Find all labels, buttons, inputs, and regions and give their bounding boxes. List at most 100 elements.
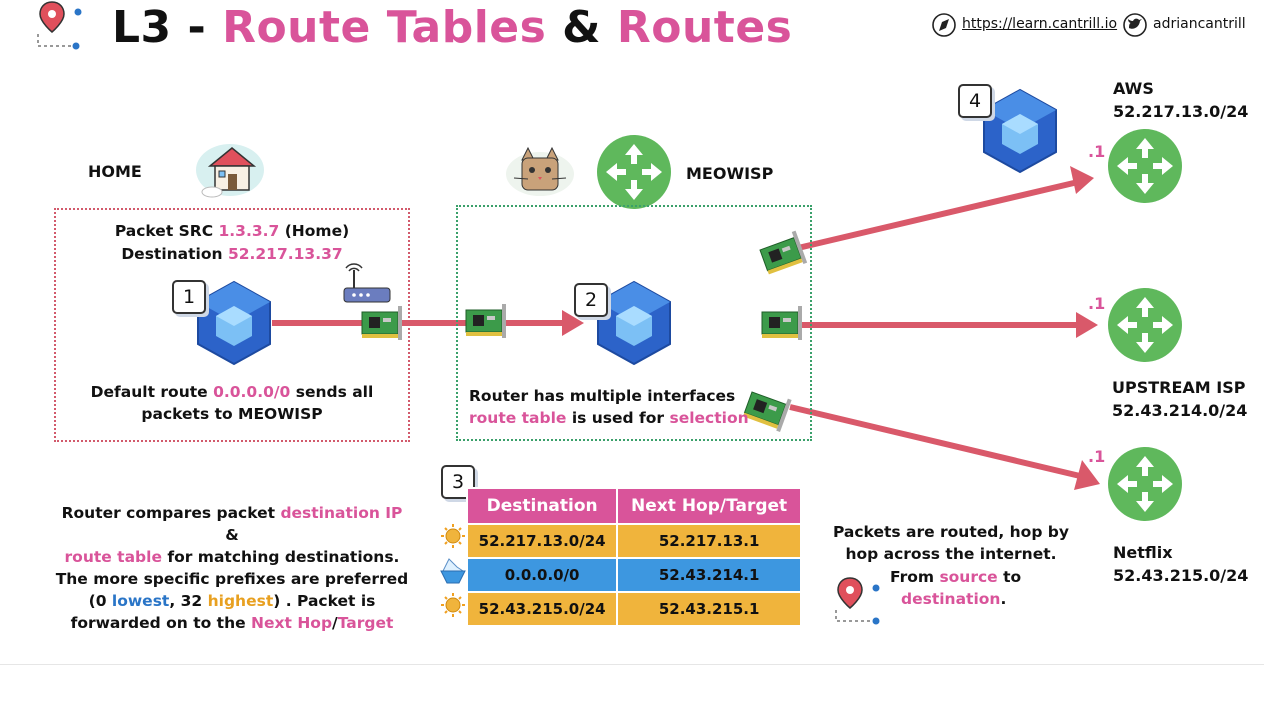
meowisp-network-box: [456, 205, 812, 441]
home-label: HOME: [88, 162, 142, 181]
house-icon: [196, 144, 264, 198]
explain-l4a: (0: [88, 592, 112, 610]
explain-line-2: route table for matching destinations.: [54, 546, 410, 568]
route-destination: 0.0.0.0/0: [465, 557, 619, 593]
route-table: Destination Next Hop/Target 52.217.13.0/…: [465, 487, 802, 627]
twitter-icon: [1123, 13, 1147, 37]
packet-destination-line: Destination 52.217.13.37: [54, 243, 410, 265]
page-title: L3 - Route Tables & Routes: [112, 2, 792, 53]
table-row: 0.0.0.0/0 52.43.214.1: [465, 557, 802, 593]
default-route-cidr: 0.0.0.0/0: [213, 383, 291, 401]
upstream-router-icon: [1108, 288, 1182, 362]
summary-from: From: [890, 568, 940, 586]
title-prefix: L3 -: [112, 2, 223, 53]
explain-l2b: for matching destinations.: [161, 548, 400, 566]
meowisp-label: MEOWISP: [686, 164, 774, 183]
aws-cube-icon: [983, 89, 1057, 173]
explain-highest: highest: [207, 592, 274, 610]
footer-divider: [0, 664, 1264, 665]
column-header-destination: Destination: [465, 487, 619, 525]
route-next-hop: 52.217.13.1: [616, 523, 802, 559]
explain-line-1: Router compares packet destination IP &: [54, 502, 410, 546]
summary-source: source: [939, 568, 998, 586]
arrow-to-netflix: [789, 404, 1100, 490]
default-route-target-line: packets to MEOWISP: [141, 405, 323, 423]
summary-line-3: From source to: [890, 566, 1021, 588]
netflix-router-icon: [1108, 447, 1182, 521]
explain-lowest: lowest: [111, 592, 170, 610]
route-destination: 52.43.215.0/24: [465, 591, 619, 627]
step-badge-1: 1: [172, 280, 206, 314]
explain-target: Target: [337, 614, 394, 632]
route-next-hop: 52.43.214.1: [616, 557, 802, 593]
route-destination: 52.217.13.0/24: [465, 523, 619, 559]
explain-line-3: The more specific prefixes are preferred: [55, 570, 409, 588]
title-routes: Routes: [616, 2, 793, 53]
aws-router-icon: [1108, 129, 1182, 203]
explanation-text: Router compares packet destination IP & …: [54, 502, 410, 634]
table-row: 52.43.215.0/24 52.43.215.1: [465, 591, 802, 627]
netflix-label: Netflix: [1113, 543, 1173, 562]
route-pin-icon: [835, 577, 880, 625]
home-network-box: [54, 208, 410, 442]
meowisp-router-icon: [597, 135, 671, 209]
netflix-hop-suffix: .1: [1088, 447, 1106, 466]
aws-hop-suffix: .1: [1088, 142, 1106, 161]
twitter-handle: adriancantrill: [1153, 16, 1246, 32]
explain-l5a: forwarded on to the: [70, 614, 252, 632]
step-badge-4: 4: [958, 84, 992, 118]
summary-line-2: hop across the internet.: [845, 545, 1057, 563]
isp-route-table-term: route table: [469, 409, 567, 427]
destination-ip: 52.217.13.37: [227, 245, 343, 263]
isp-interfaces-line: Router has multiple interfaces: [469, 387, 736, 405]
explain-slash: /: [332, 614, 338, 632]
arrow-home-to-isp: [272, 310, 584, 336]
title-ampersand: &: [546, 2, 617, 53]
sun-icon: [441, 524, 465, 548]
summary-destination: destination: [901, 590, 1001, 608]
destination-label: Destination: [121, 245, 228, 263]
explain-route-table: route table: [64, 548, 162, 566]
netflix-cidr: 52.43.215.0/24: [1113, 566, 1249, 585]
upstream-label: UPSTREAM ISP: [1112, 378, 1246, 397]
sun-icon: [441, 593, 465, 617]
isp-selection-term: selection: [669, 409, 749, 427]
arrow-to-upstream: [798, 312, 1098, 338]
wifi-modem-icon: [343, 263, 391, 303]
aws-cidr: 52.217.13.0/24: [1113, 102, 1249, 121]
default-route-line: Default route 0.0.0.0/0 sends all: [54, 381, 410, 403]
iceberg-icon: [440, 558, 466, 584]
summary-line-4: destination.: [901, 588, 1006, 610]
packet-src-suffix: (Home): [279, 222, 350, 240]
column-header-next-hop: Next Hop/Target: [616, 487, 802, 525]
explain-next-hop: Next Hop: [251, 614, 333, 632]
isp-used-for: is used for: [566, 409, 670, 427]
default-route-label: Default route: [90, 383, 214, 401]
explain-l4e: ) . Packet is: [273, 592, 376, 610]
default-route-text: sends all: [290, 383, 374, 401]
arrow-to-aws: [797, 166, 1094, 251]
compass-icon: [932, 13, 956, 37]
location-pin-icon: [37, 1, 82, 50]
explain-l1c: &: [225, 526, 239, 544]
packet-src-label: Packet SRC: [114, 222, 219, 240]
isp-route-table-line: route table is used for selection: [469, 407, 749, 429]
cat-icon: [506, 146, 574, 196]
packet-src-ip: 1.3.3.7: [218, 222, 280, 240]
explain-l1a: Router compares packet: [61, 504, 281, 522]
aws-label: AWS: [1113, 79, 1154, 98]
route-next-hop: 52.43.215.1: [616, 591, 802, 627]
table-row: 52.217.13.0/24 52.217.13.1: [465, 523, 802, 559]
title-route-tables: Route Tables: [222, 2, 547, 53]
explain-line-5: forwarded on to the Next Hop/Target: [54, 612, 410, 634]
upstream-cidr: 52.43.214.0/24: [1112, 401, 1248, 420]
explain-destination-ip: destination IP: [280, 504, 403, 522]
route-table-header: Destination Next Hop/Target: [465, 487, 802, 525]
packet-src-line: Packet SRC 1.3.3.7 (Home): [54, 220, 410, 242]
explain-line-4: (0 lowest, 32 highest) . Packet is: [54, 590, 410, 612]
upstream-hop-suffix: .1: [1088, 294, 1106, 313]
course-link[interactable]: https://learn.cantrill.io: [962, 16, 1118, 32]
explain-l4c: , 32: [169, 592, 208, 610]
summary-period: .: [1000, 590, 1007, 608]
